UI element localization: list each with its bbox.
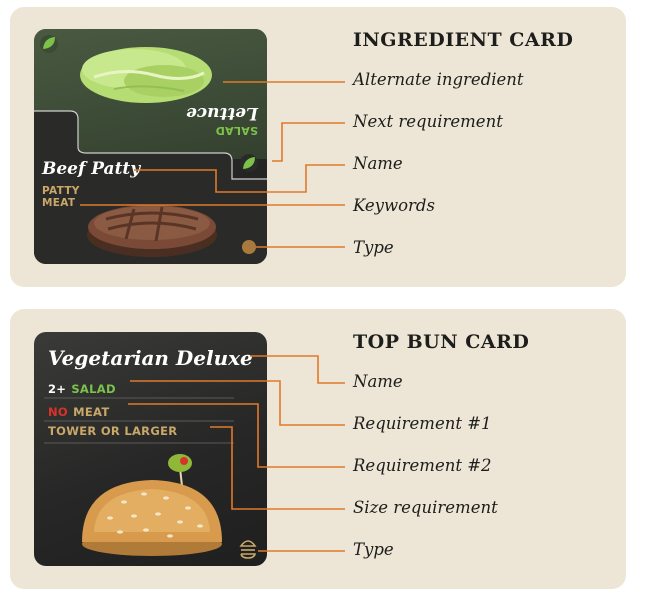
top-bun-card-heading: TOP BUN CARD [353,331,530,353]
label-alternate-ingredient: Alternate ingredient [353,70,524,89]
keyword-meat: MEAT [42,197,76,209]
top-bun-card-panel: Vegetarian Deluxe 2+ SALAD NO MEAT TOWER… [10,309,626,589]
keyword-patty: PATTY [42,185,80,197]
top-bun-name: Vegetarian Deluxe [48,346,253,370]
leader-bun-name [250,355,345,384]
salad-type-icon [40,35,58,53]
req2-keyword: MEAT [73,405,110,419]
label-next-requirement: Next requirement [353,112,503,131]
top-bun-card-image: Vegetarian Deluxe 2+ SALAD NO MEAT TOWER… [34,332,267,566]
label-keywords: Keywords [353,196,435,215]
label-name: Name [353,154,403,173]
req1-keyword: SALAD [71,382,116,396]
next-requirement-icon [240,154,258,172]
leader-name [134,164,345,193]
size-requirement-text: TOWER OR LARGER [48,424,178,438]
leader-req2 [128,403,345,468]
requirement-1-text: 2+ SALAD [48,378,116,397]
label-requirement-1: Requirement #1 [353,414,492,433]
lettuce-illustration [80,47,212,103]
label-size-requirement: Size requirement [353,498,498,517]
ingredient-card-image: SALAD Lettuce Beef Patty PATTY MEAT [34,29,267,264]
req2-prefix: NO [48,405,69,419]
req1-prefix: 2+ [48,382,67,396]
card-notch-outline [34,35,267,264]
label-bun-type: Type [353,540,394,559]
bun-illustration [82,480,222,556]
label-bun-name: Name [353,372,403,391]
top-bun-leader-lines [128,355,345,552]
leader-size [210,426,345,510]
requirement-2-text: NO MEAT [48,401,109,420]
label-type: Type [353,238,394,257]
label-requirement-2: Requirement #2 [353,456,492,475]
burger-type-icon [239,540,257,559]
beef-patty-illustration [87,205,217,257]
ingredient-card-heading: INGREDIENT CARD [353,29,574,51]
leader-req1 [130,380,345,426]
top-bun-illustration-layer [44,397,257,559]
leader-next [272,122,345,162]
ingredient-card-panel: SALAD Lettuce Beef Patty PATTY MEAT INGR… [10,7,626,287]
ingredient-name: Beef Patty [42,159,141,179]
patty-type-icon [242,240,256,254]
ingredient-leader-lines [80,81,345,248]
